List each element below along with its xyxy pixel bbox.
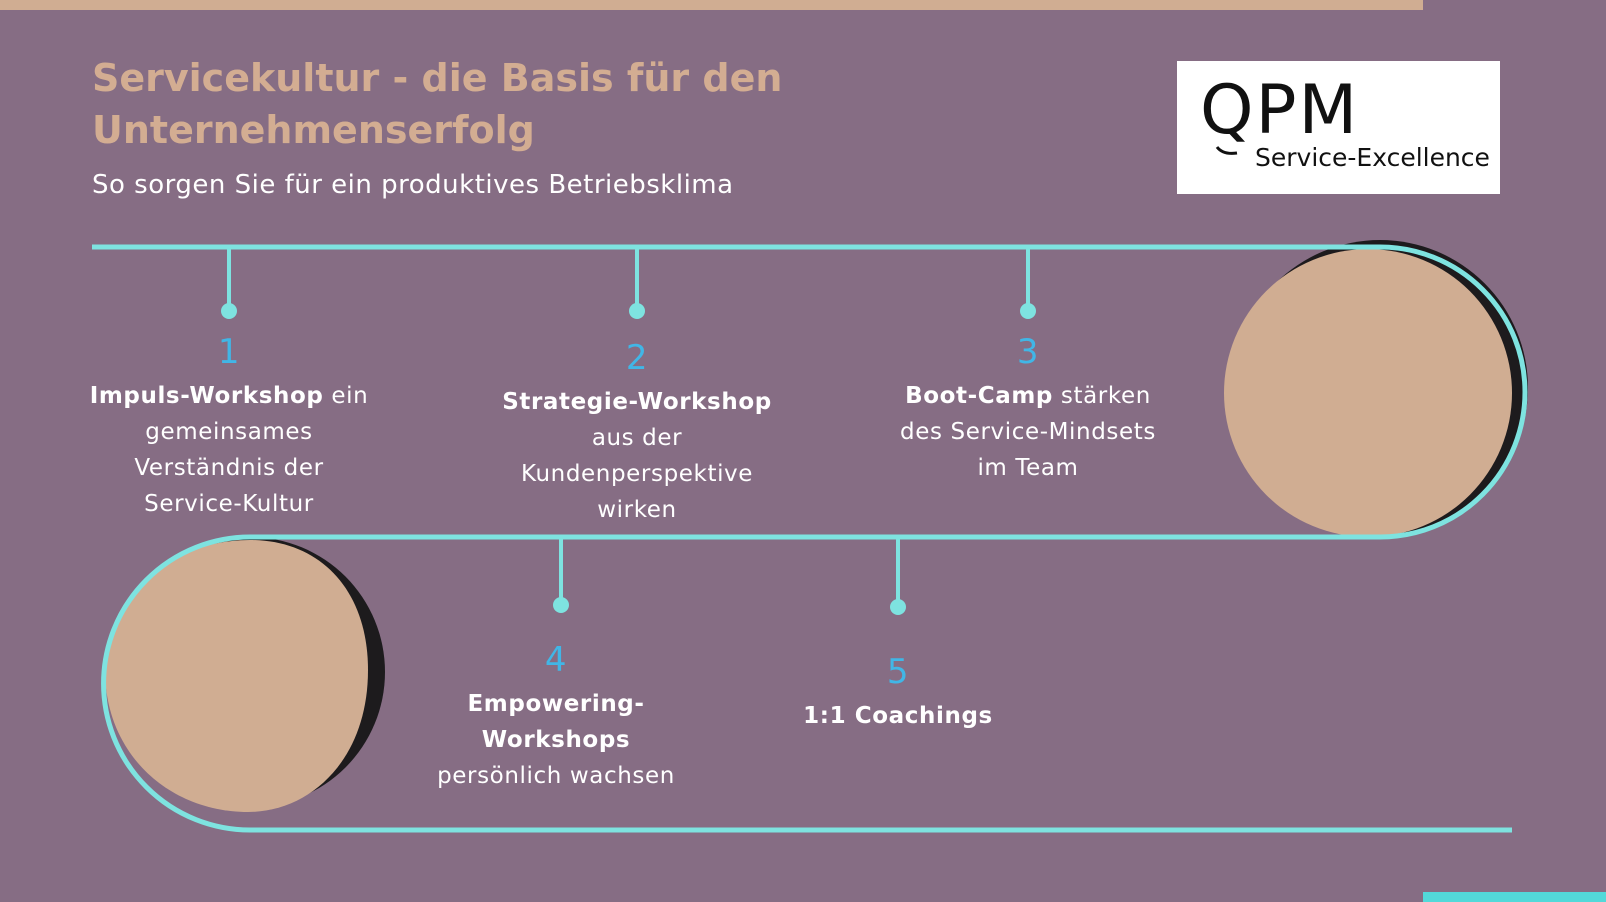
step-2: 2 Strategie-Workshop aus der Kundenpersp… — [502, 338, 772, 528]
page-subtitle: So sorgen Sie für ein produktives Betrie… — [92, 170, 734, 200]
right-circle — [1224, 249, 1512, 537]
step-5-title: 1:1 Coachings — [803, 703, 993, 729]
logo-mark: QPM — [1200, 71, 1360, 150]
step-4-title: Empowering-Workshops — [467, 691, 645, 753]
step-2-number: 2 — [625, 338, 649, 378]
step-5-number: 5 — [886, 652, 910, 692]
step-4-number: 4 — [544, 640, 568, 680]
step-1: 1 Impuls-Workshop ein gemeinsames Verstä… — [84, 332, 374, 522]
step-3-text: stärken des Service-Mindsets im Team — [900, 383, 1156, 481]
timeline-track — [92, 244, 1528, 833]
qpm-logo: QPM Service-Excellence — [1177, 61, 1500, 194]
step-1-text: ein gemeinsames Verständnis der Service-… — [134, 383, 369, 517]
step-3: 3 Boot-Camp stärken des Service-Mindsets… — [893, 332, 1163, 486]
step-1-number: 1 — [217, 332, 241, 372]
step-3-title: Boot-Camp — [905, 383, 1053, 409]
connector-5 — [890, 537, 906, 615]
top-accent-bar — [0, 0, 1423, 10]
step-3-number: 3 — [1016, 332, 1040, 372]
step-4-text: persönlich wachsen — [437, 763, 675, 789]
step-5: 5 1:1 Coachings — [778, 652, 1018, 734]
connector-3 — [1020, 247, 1036, 319]
page-title: Servicekultur - die Basis für den Untern… — [92, 56, 783, 152]
logo-q-tail-icon — [1215, 146, 1238, 155]
step-2-title: Strategie-Workshop — [502, 389, 772, 415]
step-4: 4 Empowering-Workshops persönlich wachse… — [426, 640, 686, 794]
connector-2 — [629, 247, 645, 319]
logo-tagline: Service-Excellence — [1255, 143, 1490, 172]
connector-1 — [221, 247, 237, 319]
step-2-text: aus der Kundenperspektive wirken — [520, 425, 754, 523]
bottom-accent-bar — [1423, 892, 1606, 902]
step-1-title: Impuls-Workshop — [89, 383, 324, 409]
connector-4 — [553, 537, 569, 613]
left-circle — [105, 540, 368, 812]
